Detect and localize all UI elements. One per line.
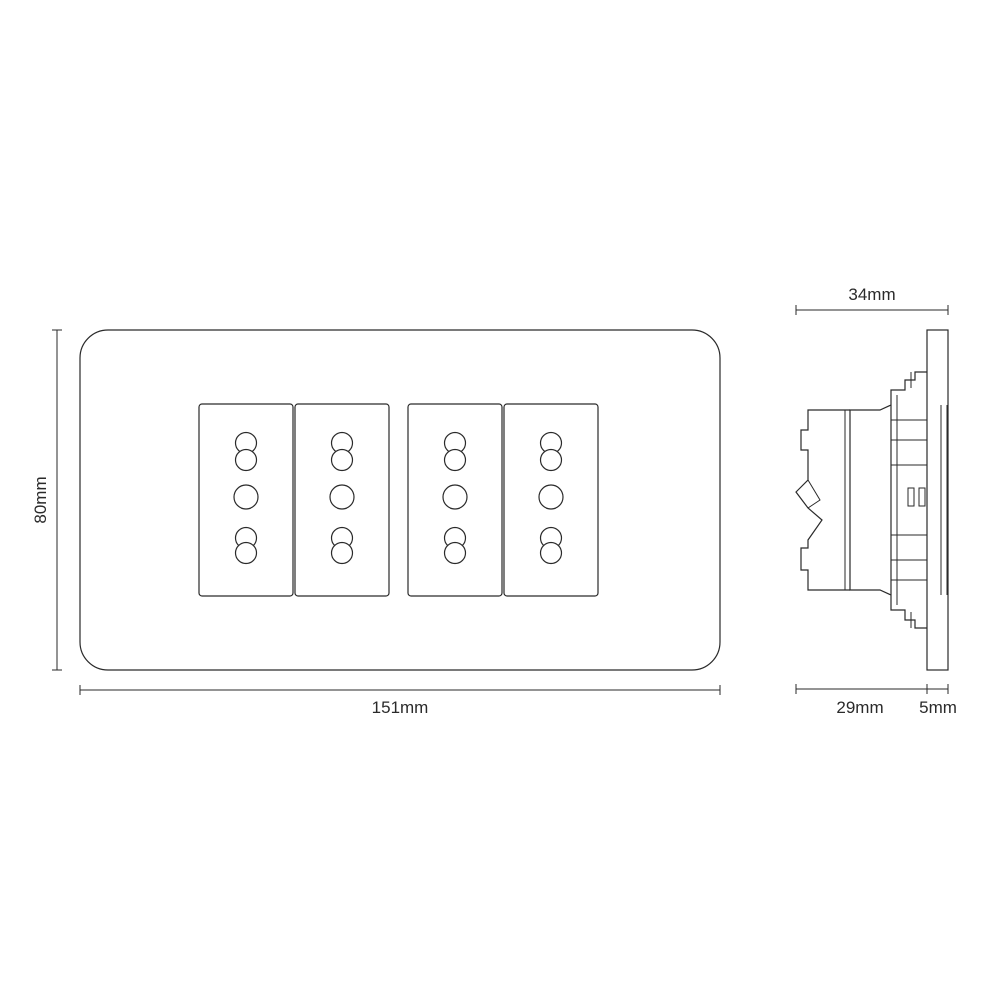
pin-hole-round bbox=[233, 484, 259, 510]
height-dimension: 80mm bbox=[31, 329, 62, 671]
pin-hole-round bbox=[442, 484, 468, 510]
socket-module bbox=[503, 403, 599, 597]
pin-hole-pair bbox=[234, 431, 258, 472]
side-view bbox=[795, 329, 949, 671]
wall-plate-outline bbox=[79, 329, 721, 671]
socket-modules bbox=[198, 403, 599, 597]
width-label: 151mm bbox=[372, 698, 429, 717]
pin-hole-pair bbox=[539, 431, 563, 472]
pin-hole bbox=[234, 541, 258, 565]
socket-module-face bbox=[198, 403, 294, 597]
pin-hole-round bbox=[538, 484, 564, 510]
side-socket-body bbox=[795, 404, 892, 596]
pin-hole-pair bbox=[443, 431, 467, 472]
depth-body-label: 29mm bbox=[836, 698, 883, 717]
depth-split-dimension: 29mm 5mm bbox=[795, 684, 957, 717]
socket-module bbox=[407, 403, 503, 597]
pin-hole-pair bbox=[443, 526, 467, 565]
socket-module-face bbox=[407, 403, 503, 597]
pin-hole-pair bbox=[330, 526, 354, 565]
pin-hole bbox=[234, 448, 258, 472]
pin-hole-pair bbox=[330, 431, 354, 472]
plate-thickness-label: 5mm bbox=[919, 698, 957, 717]
width-dimension: 151mm bbox=[79, 685, 721, 717]
pin-hole bbox=[539, 541, 563, 565]
depth-total-label: 34mm bbox=[848, 285, 895, 304]
pin-hole-pair bbox=[234, 526, 258, 565]
pin-hole bbox=[443, 541, 467, 565]
front-view bbox=[79, 329, 721, 671]
socket-module-face bbox=[503, 403, 599, 597]
pin-hole-round bbox=[329, 484, 355, 510]
pin-hole bbox=[539, 448, 563, 472]
height-label: 80mm bbox=[31, 476, 50, 523]
socket-module bbox=[294, 403, 390, 597]
side-frame bbox=[890, 371, 927, 629]
pin-hole bbox=[443, 448, 467, 472]
socket-module-face bbox=[294, 403, 390, 597]
pin-hole bbox=[330, 541, 354, 565]
pin-hole-pair bbox=[539, 526, 563, 565]
socket-module bbox=[198, 403, 294, 597]
side-plate bbox=[926, 329, 949, 671]
depth-total-dimension: 34mm bbox=[795, 285, 949, 315]
pin-hole bbox=[330, 448, 354, 472]
